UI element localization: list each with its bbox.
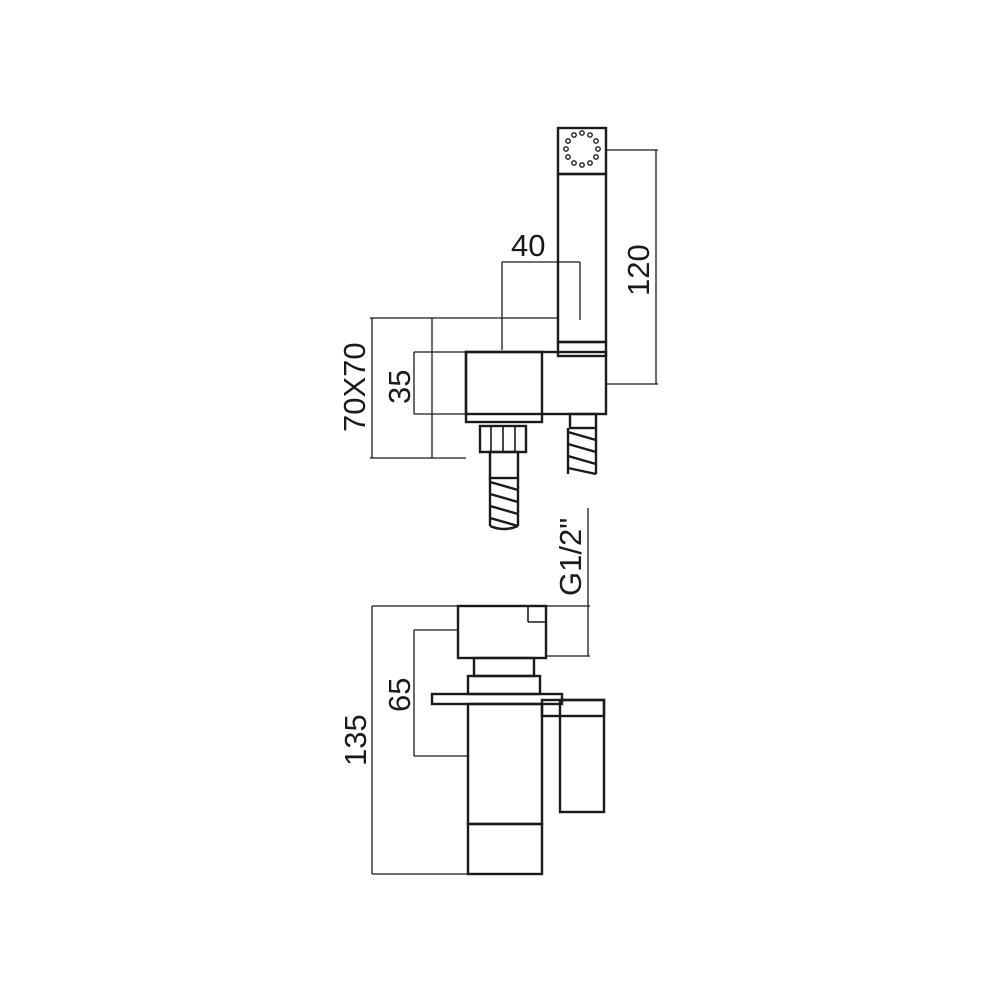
connector-stem: [488, 450, 520, 480]
dim-label-135: 135: [338, 714, 373, 766]
bracket-block: [464, 350, 544, 424]
neck-ring-2: [466, 674, 542, 696]
dim-label-70x70: 70X70: [337, 342, 372, 432]
dim-label-35: 35: [382, 370, 417, 404]
shower-handle: [556, 172, 608, 344]
hand-shower: [556, 126, 608, 358]
shower-nozzles: [563, 130, 601, 168]
right-hose: [566, 412, 598, 476]
left-hose: [488, 478, 520, 531]
dim-label-65: 65: [382, 678, 417, 712]
dim-70x70: 70X70: [337, 317, 558, 459]
handle-lever: [540, 698, 606, 718]
dim-label-40: 40: [511, 228, 545, 263]
shower-handle-collar: [556, 340, 608, 358]
dim-label-120: 120: [621, 244, 656, 296]
outlet-cap: [456, 604, 548, 660]
front-view: 40 120 70X70 35: [337, 126, 658, 531]
dim-thread: G1/2": [546, 508, 590, 657]
dim-135: 135: [338, 605, 468, 875]
handle-body: [558, 698, 606, 814]
neck-ring: [472, 656, 536, 678]
dim-120: 120: [606, 149, 658, 385]
bracket-body: [464, 350, 608, 416]
dim-65: 65: [382, 629, 468, 757]
dim-label-thread: G1/2": [553, 518, 588, 596]
dim-40: 40: [501, 228, 581, 350]
valve-body-lower: [466, 822, 544, 876]
dim-35: 35: [382, 351, 466, 415]
valve-body: [466, 702, 544, 826]
side-view: G1/2" 65 135: [338, 508, 606, 876]
